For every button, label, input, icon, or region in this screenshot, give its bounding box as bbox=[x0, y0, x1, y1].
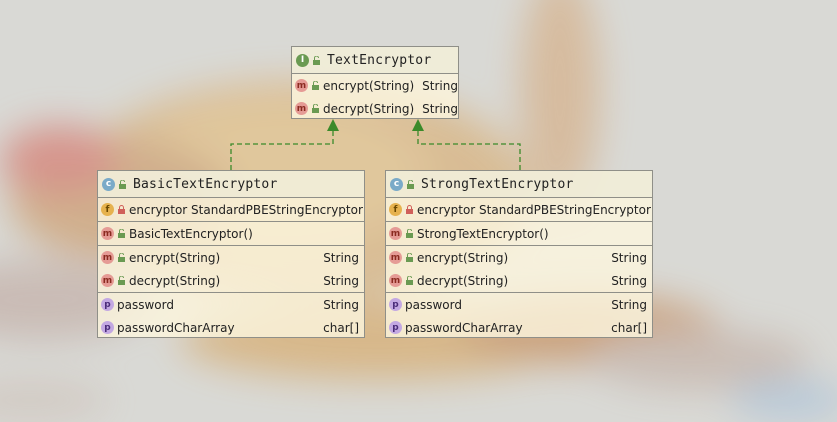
class-header: c BasicTextEncryptor bbox=[98, 171, 364, 198]
field-icon: f bbox=[101, 203, 114, 216]
class-name: BasicTextEncryptor bbox=[133, 176, 278, 192]
method-row[interactable]: m decrypt(String) String bbox=[292, 97, 458, 120]
properties-section: p password String p passwordCharArray ch… bbox=[386, 293, 652, 339]
interface-name: TextEncryptor bbox=[327, 52, 432, 68]
method-icon: m bbox=[389, 227, 402, 240]
method-name: encrypt(String) bbox=[129, 250, 221, 265]
property-name: passwordCharArray bbox=[405, 320, 523, 335]
fields-section: f encryptor StandardPBEStringEncryptor bbox=[98, 198, 364, 222]
method-row[interactable]: m encrypt(String) String bbox=[386, 246, 652, 269]
constructors-section: m StrongTextEncryptor() bbox=[386, 222, 652, 246]
public-icon bbox=[406, 229, 413, 238]
public-icon bbox=[118, 253, 125, 262]
interface-header: I TextEncryptor bbox=[292, 47, 458, 74]
property-row[interactable]: p password String bbox=[386, 293, 652, 316]
class-name: StrongTextEncryptor bbox=[421, 176, 574, 192]
public-icon bbox=[312, 104, 319, 113]
method-icon: m bbox=[295, 79, 308, 92]
arrow-strong-to-interface bbox=[417, 128, 521, 170]
interface-icon: I bbox=[296, 53, 309, 67]
methods-section: m encrypt(String) String m decrypt(Strin… bbox=[386, 246, 652, 293]
arrow-basic-to-interface bbox=[230, 128, 334, 170]
field-declaration: encryptor StandardPBEStringEncryptor bbox=[129, 202, 363, 217]
field-icon: f bbox=[389, 203, 402, 216]
constructor-row[interactable]: m BasicTextEncryptor() bbox=[98, 222, 364, 245]
method-return-type: String bbox=[611, 273, 647, 288]
public-icon bbox=[312, 81, 319, 90]
method-row[interactable]: m encrypt(String) String bbox=[292, 74, 458, 97]
method-name: encrypt(String) bbox=[417, 250, 509, 265]
property-name: password bbox=[405, 297, 462, 312]
public-icon bbox=[118, 276, 125, 285]
method-icon: m bbox=[295, 102, 308, 115]
arrowhead-basic bbox=[327, 119, 339, 131]
method-name: decrypt(String) bbox=[129, 273, 221, 288]
property-name: password bbox=[117, 297, 174, 312]
method-row[interactable]: m decrypt(String) String bbox=[98, 269, 364, 292]
properties-section: p password String p passwordCharArray ch… bbox=[98, 293, 364, 339]
property-icon: p bbox=[389, 321, 402, 334]
property-row[interactable]: p password String bbox=[98, 293, 364, 316]
method-row[interactable]: m decrypt(String) String bbox=[386, 269, 652, 292]
property-type: char[] bbox=[323, 320, 359, 335]
public-icon bbox=[407, 179, 414, 189]
class-basic-text-encryptor[interactable]: c BasicTextEncryptor f encryptor Standar… bbox=[97, 170, 365, 338]
interface-methods: m encrypt(String) String m decrypt(Strin… bbox=[292, 74, 458, 120]
public-icon bbox=[406, 253, 413, 262]
method-icon: m bbox=[101, 227, 114, 240]
property-icon: p bbox=[101, 298, 114, 311]
method-icon: m bbox=[101, 251, 114, 264]
class-header: c StrongTextEncryptor bbox=[386, 171, 652, 198]
field-row[interactable]: f encryptor StandardPBEStringEncryptor bbox=[98, 198, 364, 221]
method-return-type: String bbox=[323, 273, 359, 288]
property-icon: p bbox=[101, 321, 114, 334]
property-type: char[] bbox=[611, 320, 647, 335]
property-type: String bbox=[611, 297, 647, 312]
constructors-section: m BasicTextEncryptor() bbox=[98, 222, 364, 246]
method-return-type: String bbox=[422, 101, 458, 116]
method-icon: m bbox=[389, 274, 402, 287]
arrowhead-strong bbox=[412, 119, 424, 131]
method-return-type: String bbox=[611, 250, 647, 265]
class-icon: c bbox=[102, 177, 115, 191]
property-name: passwordCharArray bbox=[117, 320, 235, 335]
methods-section: m encrypt(String) String m decrypt(Strin… bbox=[98, 246, 364, 293]
method-row[interactable]: m encrypt(String) String bbox=[98, 246, 364, 269]
method-return-type: String bbox=[323, 250, 359, 265]
private-lock-icon bbox=[118, 205, 125, 214]
field-declaration: encryptor StandardPBEStringEncryptor bbox=[417, 202, 651, 217]
method-icon: m bbox=[101, 274, 114, 287]
constructor-row[interactable]: m StrongTextEncryptor() bbox=[386, 222, 652, 245]
constructor-name: BasicTextEncryptor() bbox=[129, 226, 253, 241]
method-icon: m bbox=[389, 251, 402, 264]
public-icon bbox=[406, 276, 413, 285]
field-row[interactable]: f encryptor StandardPBEStringEncryptor bbox=[386, 198, 652, 221]
public-icon bbox=[118, 229, 125, 238]
method-name: decrypt(String) bbox=[417, 273, 509, 288]
method-name: decrypt(String) bbox=[323, 101, 415, 116]
class-strong-text-encryptor[interactable]: c StrongTextEncryptor f encryptor Standa… bbox=[385, 170, 653, 338]
class-icon: c bbox=[390, 177, 403, 191]
fields-section: f encryptor StandardPBEStringEncryptor bbox=[386, 198, 652, 222]
public-icon bbox=[119, 179, 126, 189]
interface-text-encryptor[interactable]: I TextEncryptor m encrypt(String) String… bbox=[291, 46, 459, 119]
public-icon bbox=[313, 55, 320, 65]
method-name: encrypt(String) bbox=[323, 78, 415, 93]
property-type: String bbox=[323, 297, 359, 312]
property-icon: p bbox=[389, 298, 402, 311]
private-lock-icon bbox=[406, 205, 413, 214]
property-row[interactable]: p passwordCharArray char[] bbox=[386, 316, 652, 339]
constructor-name: StrongTextEncryptor() bbox=[417, 226, 549, 241]
property-row[interactable]: p passwordCharArray char[] bbox=[98, 316, 364, 339]
method-return-type: String bbox=[422, 78, 458, 93]
